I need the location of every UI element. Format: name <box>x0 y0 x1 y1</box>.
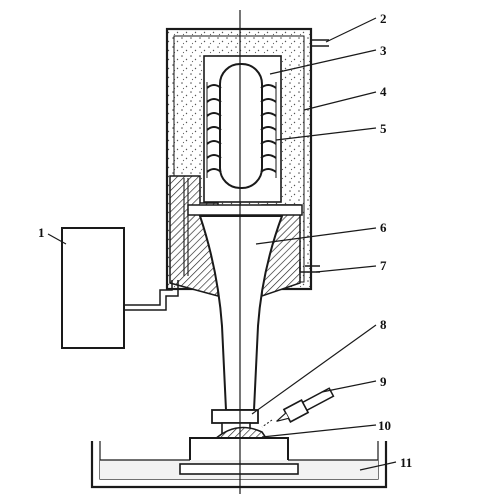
label-10: 10 <box>378 418 391 433</box>
label-3: 3 <box>380 43 387 58</box>
label-4: 4 <box>380 84 387 99</box>
label-8: 8 <box>380 317 387 332</box>
part-labels: 1 2 3 4 5 6 7 8 9 10 11 <box>38 11 412 470</box>
control-box <box>61 227 179 349</box>
pipes <box>299 39 329 273</box>
tapered-horn <box>198 215 284 411</box>
label-5: 5 <box>380 121 387 136</box>
label-9: 9 <box>380 374 387 389</box>
label-2: 2 <box>380 11 387 26</box>
side-injector <box>261 387 335 428</box>
label-1: 1 <box>38 225 45 240</box>
label-11: 11 <box>400 455 412 470</box>
label-7: 7 <box>380 258 387 273</box>
leader-lines <box>47 17 397 471</box>
label-6: 6 <box>380 220 387 235</box>
heating-coil <box>206 82 277 178</box>
water-tray <box>90 441 388 489</box>
rod-charge <box>219 63 263 189</box>
deposit-substrate <box>189 426 289 465</box>
